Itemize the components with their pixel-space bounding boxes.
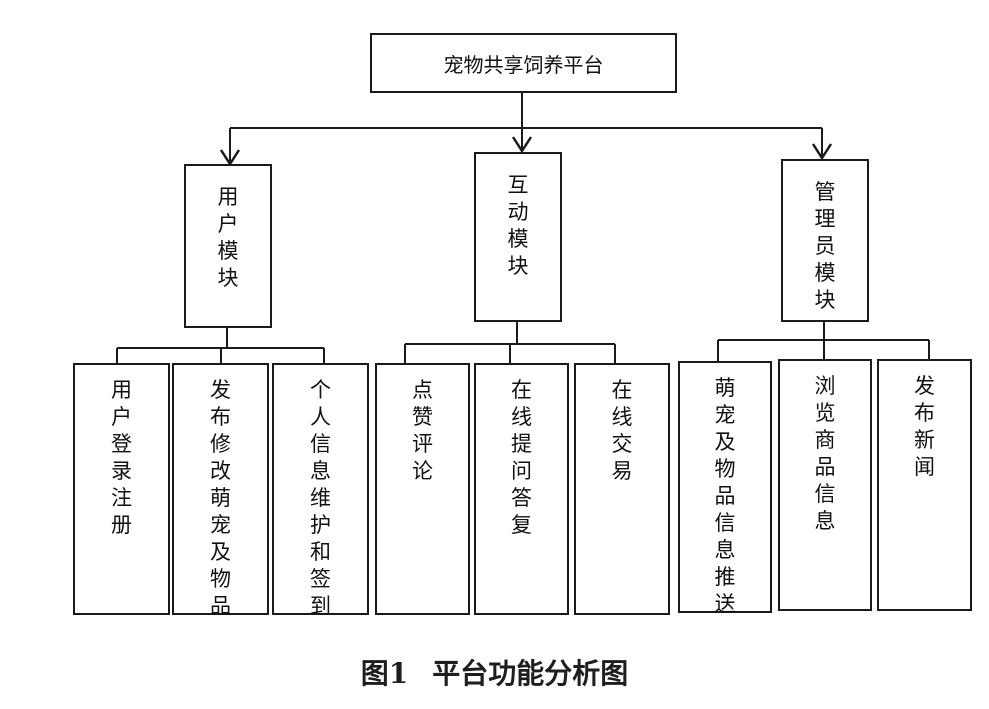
leaf-node-browse-goods: 浏览商品信息 <box>778 359 872 611</box>
leaf-label: 浏览商品信息 <box>814 374 836 533</box>
leaf-node-publish-news: 发布新闻 <box>877 359 972 611</box>
root-node: 宠物共享饲养平台 <box>370 33 677 93</box>
leaf-node-push-info: 萌宠及物品信息推送 <box>678 361 772 616</box>
figure-caption: 图1 平台功能分析图 <box>0 652 989 692</box>
leaf-node-like-comment: 点赞评论 <box>375 363 470 615</box>
leaf-node-login-register: 用户登录注册 <box>73 363 170 615</box>
caption-number: 图1 <box>360 657 409 690</box>
leaf-node-profile-checkin: 个人信息维护和签到 <box>272 363 369 618</box>
arrowhead-admin <box>811 143 833 161</box>
module-node-user: 用户模块 <box>184 164 272 328</box>
module-node-interaction: 互动模块 <box>474 152 562 322</box>
leaf-label: 个人信息维护和签到 <box>310 378 331 618</box>
leaf-label: 发布修改萌宠及物品 <box>210 378 231 618</box>
module-label-user: 用户模块 <box>217 185 239 290</box>
module-node-admin: 管理员模块 <box>781 159 869 322</box>
arrowhead-interaction <box>511 136 533 154</box>
leaf-label: 用户登录注册 <box>111 378 132 537</box>
leaf-label: 发布新闻 <box>914 374 935 479</box>
leaf-node-qa: 在线提问答复 <box>474 363 569 615</box>
leaf-label: 在线交易 <box>611 378 633 483</box>
module-label-admin: 管理员模块 <box>814 180 836 312</box>
root-label: 宠物共享饲养平台 <box>443 52 604 77</box>
leaf-node-trade: 在线交易 <box>574 363 670 615</box>
leaf-label: 点赞评论 <box>412 378 433 483</box>
module-label-interaction: 互动模块 <box>507 173 529 278</box>
caption-title: 平台功能分析图 <box>432 657 629 690</box>
leaf-node-publish-edit: 发布修改萌宠及物品 <box>172 363 269 618</box>
leaf-label: 萌宠及物品信息推送 <box>714 376 736 616</box>
leaf-label: 在线提问答复 <box>511 378 532 537</box>
